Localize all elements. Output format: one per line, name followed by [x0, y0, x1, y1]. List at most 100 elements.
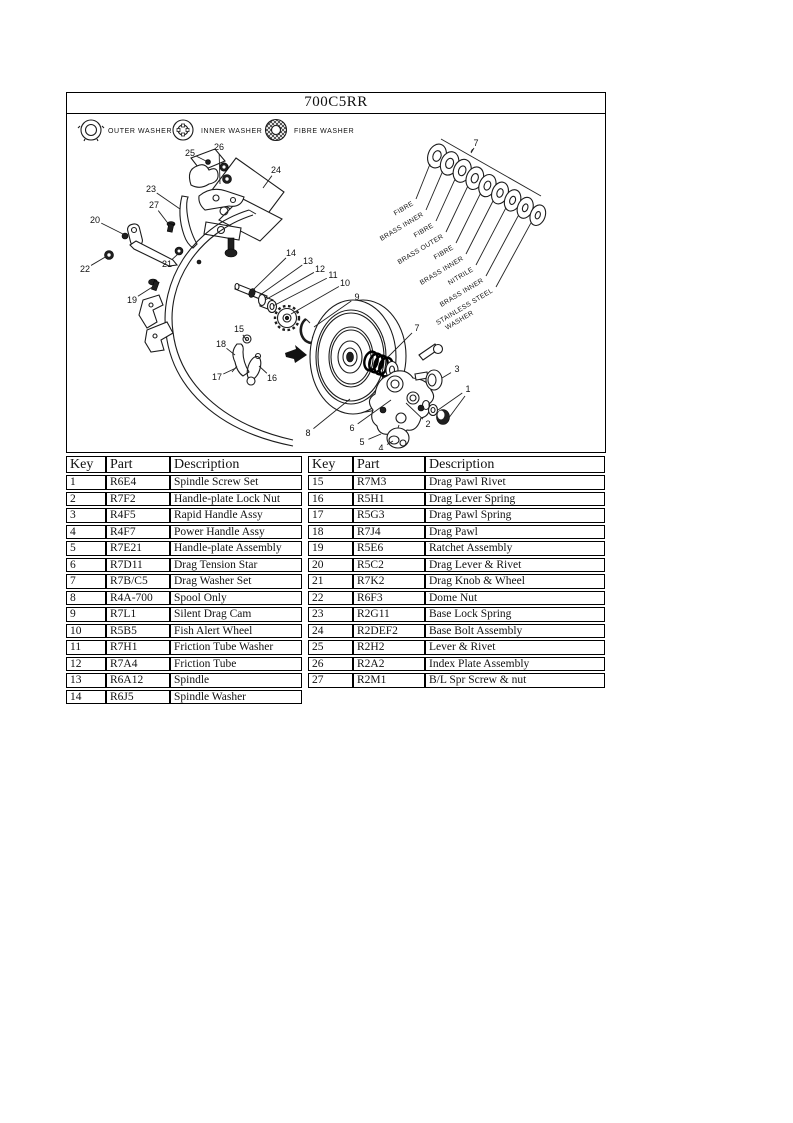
table-cell: R7K2 — [353, 574, 425, 589]
table-cell: R7A4 — [106, 656, 170, 671]
table-cell: 13 — [66, 673, 106, 688]
callout-number: 18 — [216, 339, 226, 349]
callout-number: 5 — [359, 437, 364, 447]
table-cell: Spindle Washer — [170, 689, 302, 704]
table-cell: Silent Drag Cam — [170, 607, 302, 622]
callout-leader — [368, 433, 382, 440]
legend: OUTER WASHER INNER WASHER FIBRE WAS — [77, 118, 354, 142]
fan-washer-hole — [521, 203, 529, 213]
callout-leader — [437, 392, 463, 411]
table-cell: R4F7 — [106, 524, 170, 539]
model-title: 700C5RR — [66, 92, 606, 114]
table-cell: R5B5 — [106, 623, 170, 638]
callout-number: 3 — [454, 364, 459, 374]
callout-leader — [258, 365, 268, 374]
fan-washer-hole — [509, 195, 517, 206]
table-cell: Drag Tension Star — [170, 557, 302, 572]
table-cell: Drag Pawl — [425, 524, 605, 539]
column-header: Key — [308, 456, 353, 473]
spool — [309, 299, 407, 415]
table-cell: Rapid Handle Assy — [170, 508, 302, 523]
table-cell: 20 — [308, 557, 353, 572]
table-cell: Drag Lever Spring — [425, 491, 605, 506]
table-cell: Base Bolt Assembly — [425, 623, 605, 638]
table-cell: R7E21 — [106, 541, 170, 556]
callout-leader — [387, 332, 413, 358]
callout-number: 14 — [286, 248, 296, 258]
callout-number: 10 — [340, 278, 350, 288]
table-cell: R7D11 — [106, 557, 170, 572]
table-cell: R5H1 — [353, 491, 425, 506]
callout-number: 23 — [146, 184, 156, 194]
fan-washer-hole — [445, 157, 455, 170]
table-cell: R2G11 — [353, 607, 425, 622]
column-header: Description — [425, 456, 605, 473]
legend-label: OUTER WASHER — [108, 128, 172, 135]
direction-arrow-icon — [285, 345, 307, 363]
exploded-diagram: OUTER WASHER INNER WASHER FIBRE WAS — [77, 118, 547, 452]
spindle-shaft-parts — [234, 282, 318, 345]
callout-leader — [171, 253, 179, 260]
column-header: Part — [353, 456, 425, 473]
fan-leader — [435, 178, 456, 222]
fibre-washer-icon — [264, 118, 288, 142]
fan-washer-hole — [432, 150, 442, 162]
fan-material-label: FIBRE — [393, 200, 415, 217]
fan-material-label: STAINLESS STEELWASHER — [435, 287, 499, 334]
table-cell: 11 — [66, 640, 106, 655]
table-cell: 3 — [66, 508, 106, 523]
callout-number: 12 — [315, 264, 325, 274]
callout-leader — [157, 210, 171, 227]
fan-leader — [425, 171, 444, 211]
callout-leader — [272, 277, 327, 307]
callout-leader — [262, 175, 273, 189]
callout-number: 15 — [234, 324, 244, 334]
table-cell: 23 — [308, 607, 353, 622]
table-cell: Ratchet Assembly — [425, 541, 605, 556]
table-cell: Spindle Screw Set — [170, 475, 302, 490]
table-cell: R7M3 — [353, 475, 425, 490]
fan-leader — [485, 215, 519, 277]
callout-number: 19 — [127, 295, 137, 305]
table-cell: 15 — [308, 475, 353, 490]
parts-sheet: 700C5RR OUTER WASHER INNER WASHER — [66, 92, 606, 706]
table-cell: R6E4 — [106, 475, 170, 490]
table-cell: Base Lock Spring — [425, 607, 605, 622]
table-cell: 12 — [66, 656, 106, 671]
callout-leader — [470, 148, 473, 153]
table-cell: 26 — [308, 656, 353, 671]
callout-number: 11 — [328, 270, 337, 280]
table-cell: Drag Washer Set — [170, 574, 302, 589]
table-cell: R6A12 — [106, 673, 170, 688]
drag-washer-stack — [363, 350, 399, 380]
table-cell: 25 — [308, 640, 353, 655]
table-cell: 7 — [66, 574, 106, 589]
callout-leader — [218, 153, 221, 185]
callout-layer: 1234567789101112131415161718192021222324… — [80, 138, 479, 452]
table-cell: R4A-700 — [106, 590, 170, 605]
table-cell: 2 — [66, 491, 106, 506]
table-cell: 6 — [66, 557, 106, 572]
table-cell: 24 — [308, 623, 353, 638]
callout-leader — [386, 440, 394, 445]
table-cell: R5G3 — [353, 508, 425, 523]
callout-number: 25 — [185, 148, 195, 158]
table-cell: R6J5 — [106, 689, 170, 704]
